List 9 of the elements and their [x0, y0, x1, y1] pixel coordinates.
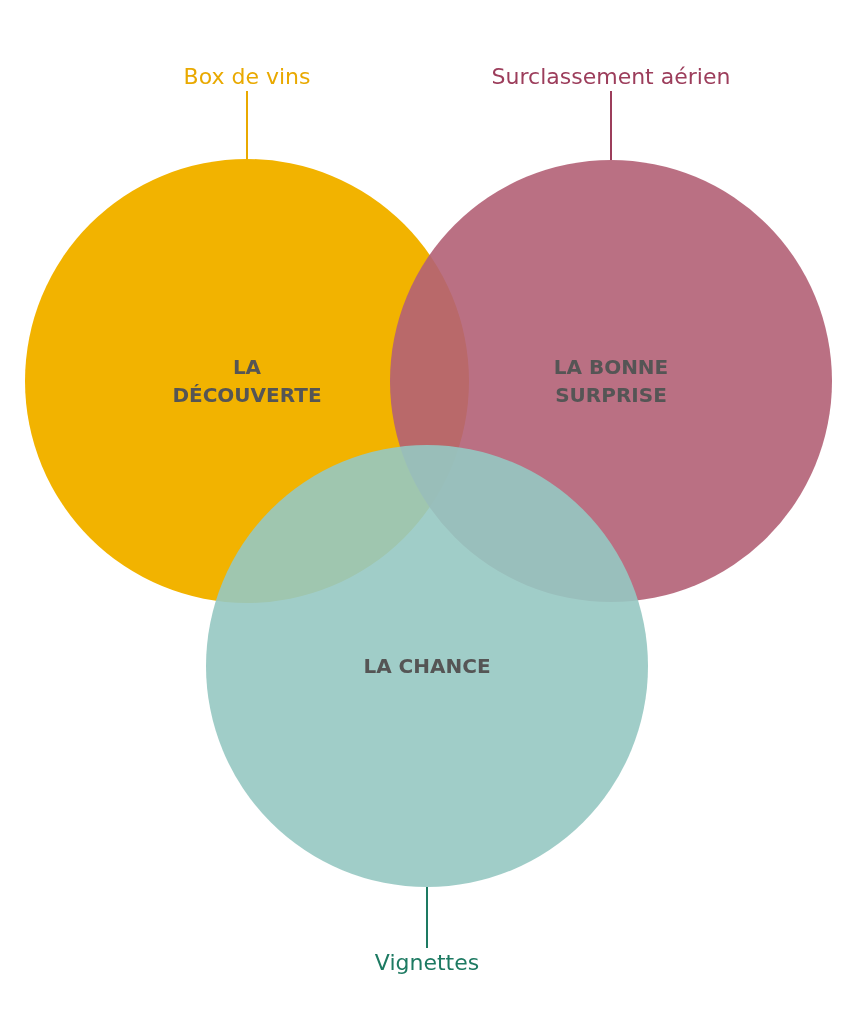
- circle-label: LA BONNE SURPRISE: [552, 354, 670, 409]
- set-label: Vignettes: [374, 950, 480, 975]
- leader-line: [246, 90, 248, 160]
- set-label: Surclassement aérien: [491, 64, 731, 89]
- leader-line: [610, 90, 612, 161]
- set-label: Box de vins: [183, 64, 311, 89]
- circle-label: LA CHANCE: [363, 653, 491, 680]
- leader-line: [426, 886, 428, 949]
- circle-label: LA DÉCOUVERTE: [171, 354, 323, 409]
